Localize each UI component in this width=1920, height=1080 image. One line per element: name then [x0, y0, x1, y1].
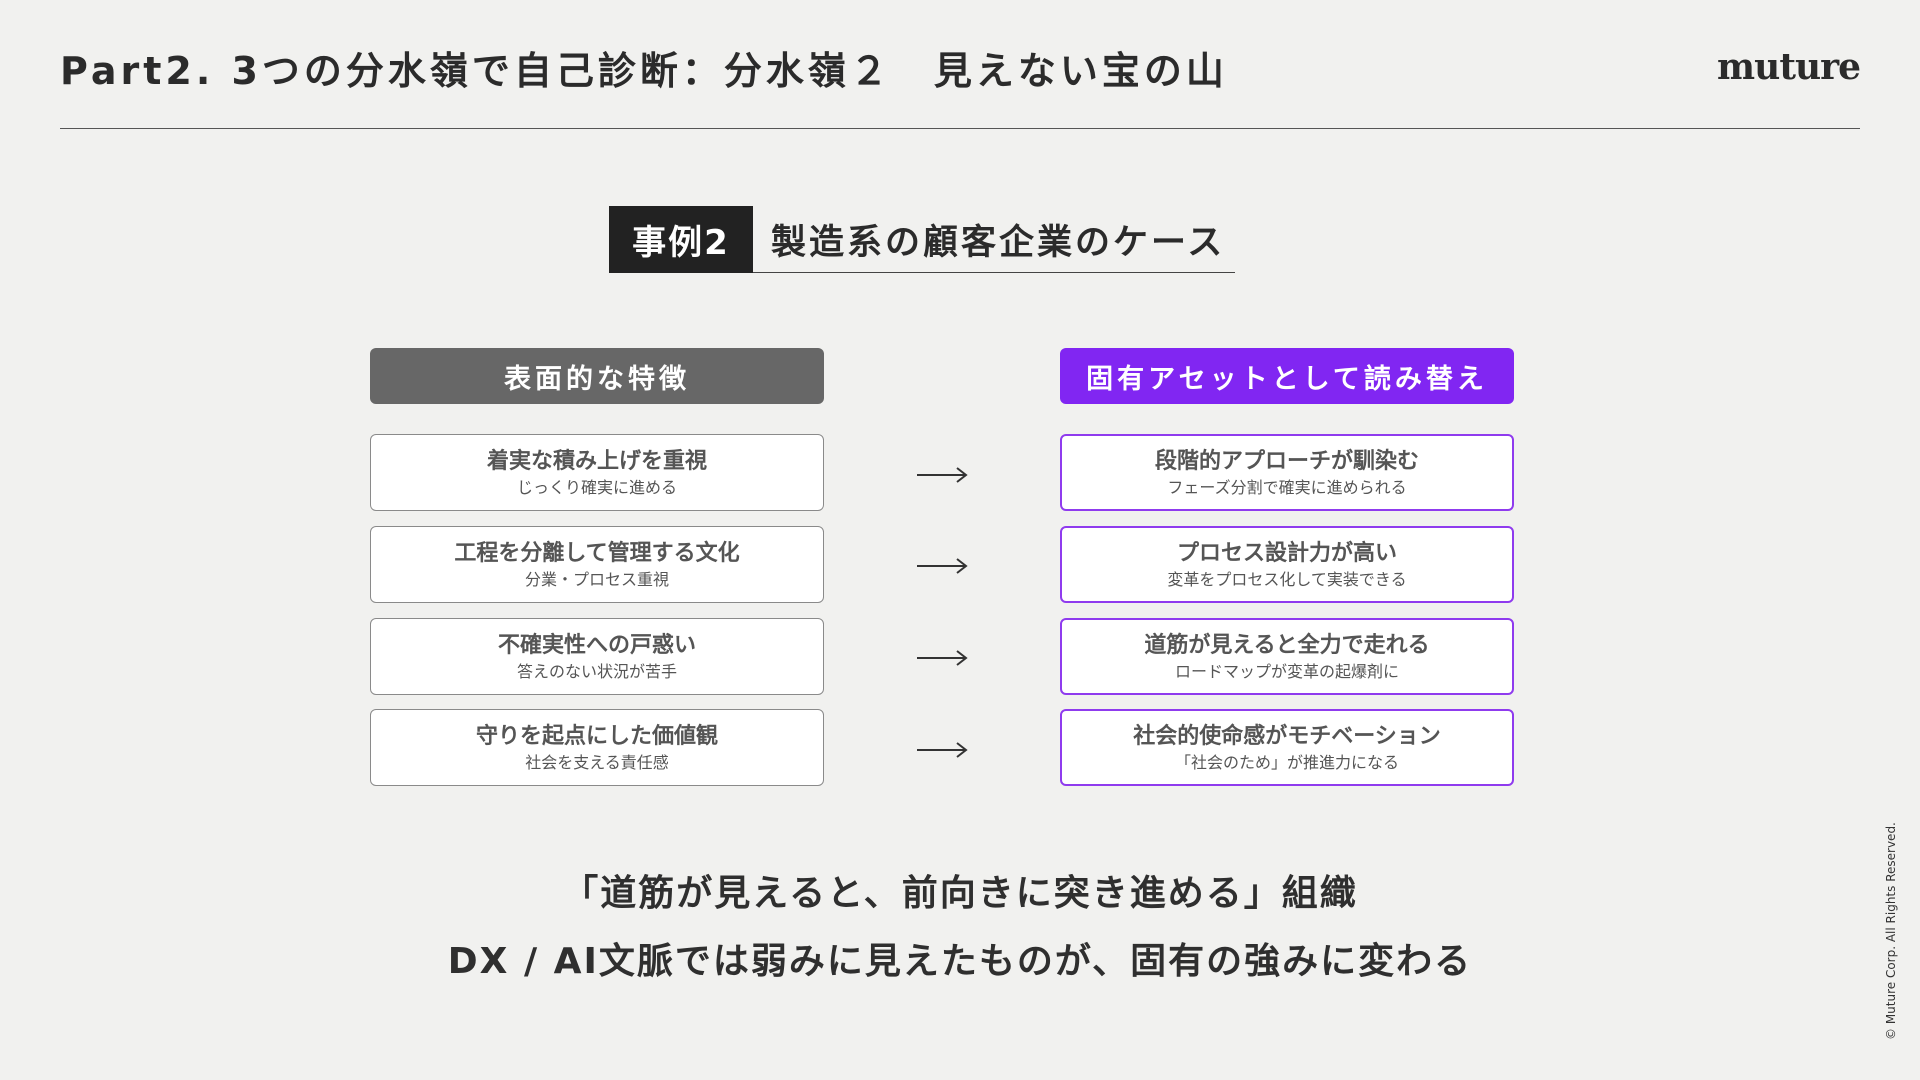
- asset-reframe-title: 段階的アプローチが馴染む: [1154, 448, 1419, 474]
- asset-reframe-box: プロセス設計力が高い 変革をプロセス化して実装できる: [1060, 526, 1514, 603]
- asset-reframe-title: 社会的使命感がモチベーション: [1133, 723, 1441, 749]
- surface-feature-box: 不確実性への戸惑い 答えのない状況が苦手: [370, 618, 824, 695]
- right-arrow-icon: [917, 558, 968, 574]
- surface-feature-title: 工程を分離して管理する文化: [454, 540, 740, 566]
- surface-feature-box: 着実な積み上げを重視 じっくり確実に進める: [370, 434, 824, 511]
- surface-feature-subtitle: じっくり確実に進める: [516, 477, 677, 497]
- page-title: Part2. 3つの分水嶺で自己診断：分水嶺２ 見えない宝の山: [60, 49, 1228, 93]
- asset-reframe-header: 固有アセットとして読み替え: [1060, 348, 1514, 404]
- asset-reframe-box: 段階的アプローチが馴染む フェーズ分割で確実に進められる: [1060, 434, 1514, 511]
- surface-features-header: 表面的な特徴: [370, 348, 824, 404]
- right-arrow-icon: [917, 467, 968, 483]
- asset-reframe-title: プロセス設計力が高い: [1176, 540, 1397, 566]
- asset-reframe-subtitle: ロードマップが変革の起爆剤に: [1174, 661, 1399, 681]
- conclusion-line-1: 「道筋が見えると、前向きに突き進める」組織: [562, 873, 1358, 914]
- surface-feature-subtitle: 社会を支える責任感: [525, 752, 669, 772]
- asset-reframe-subtitle: 「社会のため」が推進力になる: [1174, 752, 1399, 772]
- case-heading: 事例2 製造系の顧客企業のケース: [609, 206, 1235, 273]
- right-arrow-icon: [917, 742, 968, 758]
- muture-logo: muture: [1717, 46, 1861, 88]
- surface-feature-title: 守りを起点にした価値観: [475, 723, 718, 749]
- surface-feature-box: 工程を分離して管理する文化 分業・プロセス重視: [370, 526, 824, 603]
- surface-feature-box: 守りを起点にした価値観 社会を支える責任感: [370, 709, 824, 786]
- surface-feature-title: 着実な積み上げを重視: [486, 448, 707, 474]
- conclusion-line-2: DX / AI文脈では弱みに見えたものが、固有の強みに変わる: [447, 941, 1473, 982]
- case-title: 製造系の顧客企業のケース: [753, 206, 1235, 273]
- surface-feature-subtitle: 分業・プロセス重視: [524, 569, 669, 589]
- right-arrow-icon: [917, 650, 968, 666]
- case-badge: 事例2: [609, 206, 753, 273]
- surface-feature-subtitle: 答えのない状況が苦手: [516, 661, 677, 681]
- copyright-notice: © Muture Corp. All Rights Reserved.: [1884, 822, 1898, 1040]
- header-divider: [60, 128, 1860, 129]
- asset-reframe-box: 道筋が見えると全力で走れる ロードマップが変革の起爆剤に: [1060, 618, 1514, 695]
- surface-feature-title: 不確実性への戸惑い: [497, 632, 696, 658]
- asset-reframe-subtitle: 変革をプロセス化して実装できる: [1167, 569, 1407, 589]
- asset-reframe-box: 社会的使命感がモチベーション 「社会のため」が推進力になる: [1060, 709, 1514, 786]
- asset-reframe-title: 道筋が見えると全力で走れる: [1144, 632, 1430, 658]
- asset-reframe-subtitle: フェーズ分割で確実に進められる: [1167, 477, 1407, 497]
